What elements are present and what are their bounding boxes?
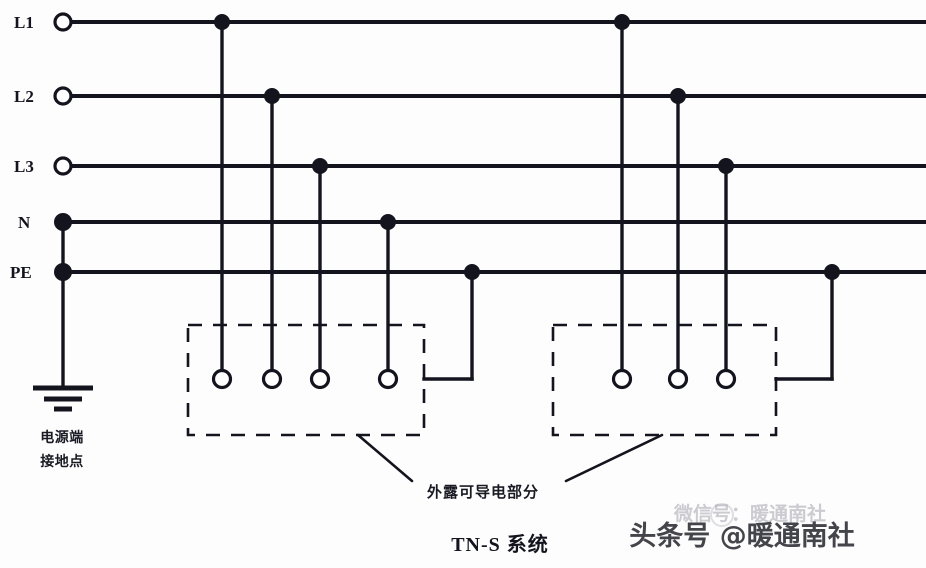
exposed-conductive-parts-label: 外露可导电部分 [426,483,539,501]
load-group-2 [551,14,840,483]
source-earth-group [33,220,93,412]
junction-dot-n [380,214,396,230]
rail-label-l1: L1 [14,13,34,32]
junction-dot-l3 [312,158,328,174]
junction-dot-l2 [264,88,280,104]
load-group-1 [186,14,480,483]
junction-dot-l3 [718,158,734,174]
enclosure-box [186,323,426,437]
source-earth-caption-line1: 电源端 [40,429,84,446]
source-terminal-l3[interactable] [53,156,73,176]
load-groups-group [186,14,840,483]
terminal-n[interactable] [377,368,399,390]
junction-dot-l2 [670,88,686,104]
rail-label-l3: L3 [14,157,34,176]
junction-dot-l1 [614,14,630,30]
terminal-l1[interactable] [611,368,633,390]
source-terminal-n [54,213,72,231]
watermark-logo-ring [710,503,734,527]
diagram-title: TN-S 系统 [451,532,549,556]
terminal-l2[interactable] [667,368,689,390]
watermark-group: 微信号：暖通南社 头条号 @暖通南社 [629,502,854,552]
source-earth-caption-line2: 接地点 [40,453,84,470]
terminal-l1[interactable] [211,368,233,390]
watermark-toutiao-text: 头条号 @暖通南社 [629,520,854,552]
source-terminal-pe [54,263,72,281]
rail-label-l2: L2 [14,87,34,106]
rail-label-pe: PE [10,263,32,282]
enclosure-box [551,323,778,437]
terminal-l3[interactable] [309,368,331,390]
source-terminal-l2[interactable] [53,86,73,106]
rail-label-n: N [18,213,31,232]
terminal-l3[interactable] [715,368,737,390]
annotation-leader [564,433,664,483]
annotation-leader [356,433,414,483]
terminal-l2[interactable] [261,368,283,390]
supply-rails-group [61,20,926,274]
watermark-wechat-text: 微信号：暖通南社 [673,502,826,525]
source-terminal-l1[interactable] [53,12,73,32]
junction-dot-l1 [214,14,230,30]
